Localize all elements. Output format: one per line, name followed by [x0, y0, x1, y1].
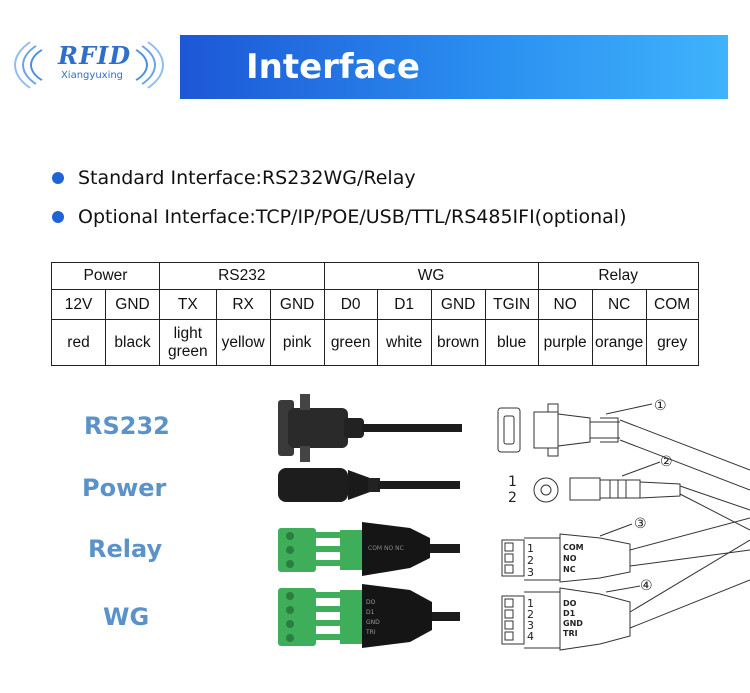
table-cell: light green	[159, 319, 217, 366]
wg-num-4: 4	[527, 630, 534, 643]
wg-pin-tri: TRI	[563, 629, 578, 638]
label-power: Power	[82, 474, 167, 502]
table-cell: TGIN	[484, 289, 539, 320]
logo-subtext: Xiangyuxing	[60, 70, 124, 81]
table-cell: pink	[269, 319, 325, 366]
wg-terminal-icon: DO D1 GND TRI	[278, 584, 460, 648]
list-item: Optional Interface:TCP/IP/POE/USB/TTL/RS…	[52, 202, 627, 232]
table-header-wg: WG	[323, 262, 539, 290]
table-cell: GND	[105, 289, 160, 320]
table-cell: green	[323, 319, 378, 366]
connector-illustration: COM NO NC DO D1 GND TRI	[278, 394, 750, 651]
wiring-table: Power RS232 WG Relay 12V GND TX RX GND D…	[51, 262, 699, 366]
table-cell: white	[376, 319, 432, 366]
wg-pin-d1: D1	[563, 609, 576, 618]
logo-text: RFID	[58, 41, 132, 70]
wg-plug-text-2: GND	[366, 619, 380, 626]
power-pin-1: 1	[508, 474, 517, 490]
relay-num-2: 2	[527, 554, 534, 567]
table-cell: NO	[537, 289, 593, 320]
callout-1: ①	[654, 398, 667, 414]
table-cell: GND	[269, 289, 325, 320]
brand-logo: RFID Xiangyuxing	[14, 26, 164, 104]
table-cell: yellow	[215, 319, 271, 366]
table-cell: blue	[484, 319, 539, 366]
table-cell: TX	[159, 289, 217, 320]
table-cell: D1	[376, 289, 432, 320]
table-cell: RX	[215, 289, 271, 320]
table-header-rs232: RS232	[159, 262, 325, 290]
relay-num-3: 3	[527, 566, 534, 579]
power-pin-2: 2	[508, 490, 517, 506]
bullet-dot-icon	[52, 211, 64, 223]
wg-num-2: 2	[527, 608, 534, 621]
table-cell: brown	[430, 319, 486, 366]
wg-pin-do: DO	[563, 599, 577, 608]
label-rs232: RS232	[84, 412, 170, 440]
wg-pin-gnd: GND	[563, 619, 583, 628]
wg-num-1: 1	[527, 597, 534, 610]
optional-interface-text: Optional Interface:TCP/IP/POE/USB/TTL/RS…	[78, 206, 627, 228]
relay-plug-text: COM NO NC	[368, 545, 404, 552]
wg-plug-text-3: TRI	[365, 629, 376, 636]
callout-2: ②	[660, 454, 673, 470]
wg-num-3: 3	[527, 619, 534, 632]
relay-pin-no: NO	[563, 554, 577, 563]
label-wg: WG	[103, 603, 150, 631]
relay-num-1: 1	[527, 542, 534, 555]
table-cell: NC	[591, 289, 647, 320]
interface-list: Standard Interface:RS232WG/Relay Optiona…	[52, 163, 627, 241]
callout-4: ④	[640, 578, 653, 594]
table-cell: purple	[537, 319, 593, 366]
table-cell: GND	[430, 289, 486, 320]
table-cell: D0	[323, 289, 378, 320]
table-cell: 12V	[51, 289, 106, 320]
standard-interface-text: Standard Interface:RS232WG/Relay	[78, 167, 416, 189]
table-cell: grey	[645, 319, 699, 366]
table-cell: orange	[591, 319, 647, 366]
callout-3: ③	[634, 516, 647, 532]
wg-plug-text-1: D1	[366, 609, 375, 616]
dc-jack-icon	[278, 468, 460, 502]
table-cell: red	[51, 319, 106, 366]
relay-pin-nc: NC	[563, 565, 576, 574]
relay-pin-com: COM	[563, 543, 584, 552]
table-header-power: Power	[51, 262, 160, 290]
page-title: Interface	[246, 47, 420, 87]
label-relay: Relay	[88, 535, 163, 563]
table-cell: COM	[645, 289, 699, 320]
table-cell: black	[105, 319, 160, 366]
title-banner: Interface	[180, 35, 728, 99]
relay-terminal-icon: COM NO NC	[278, 522, 460, 576]
db9-connector-icon	[278, 394, 462, 462]
list-item: Standard Interface:RS232WG/Relay	[52, 163, 627, 193]
wg-plug-text-0: DO	[366, 599, 376, 606]
table-header-relay: Relay	[537, 262, 699, 290]
schematic-drawing	[497, 403, 750, 651]
bullet-dot-icon	[52, 172, 64, 184]
